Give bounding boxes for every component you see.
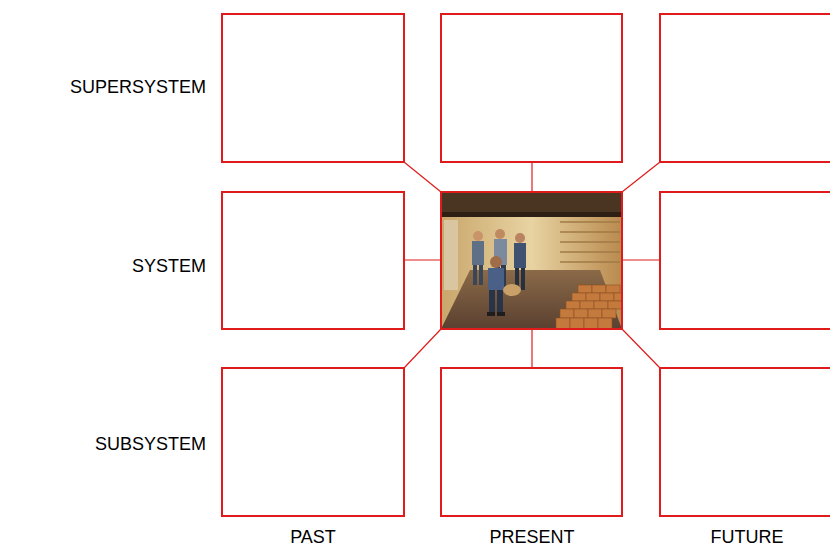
link-line bbox=[404, 259, 441, 260]
link-line bbox=[531, 162, 532, 192]
warehouse-photo bbox=[441, 192, 622, 329]
link-line bbox=[404, 162, 441, 192]
link-line bbox=[622, 162, 660, 192]
column-label: PRESENT bbox=[489, 527, 574, 548]
window-box bbox=[660, 14, 830, 162]
window-box bbox=[660, 192, 830, 329]
link-line bbox=[404, 329, 441, 368]
window-box bbox=[441, 368, 622, 516]
row-label: SUPERSYSTEM bbox=[70, 77, 206, 98]
people bbox=[472, 229, 526, 316]
link-line bbox=[622, 259, 660, 260]
column-label: PAST bbox=[290, 527, 336, 548]
column-label: FUTURE bbox=[711, 527, 784, 548]
window-box bbox=[222, 14, 404, 162]
row-label: SYSTEM bbox=[132, 256, 206, 277]
link-line bbox=[531, 329, 532, 368]
window-frames bbox=[222, 14, 830, 516]
row-label: SUBSYSTEM bbox=[95, 434, 206, 455]
window-box bbox=[222, 192, 404, 329]
window-box bbox=[222, 368, 404, 516]
window-box bbox=[441, 192, 622, 329]
link-line bbox=[622, 329, 660, 368]
window-box bbox=[660, 368, 830, 516]
grid-links bbox=[404, 162, 660, 368]
window-box bbox=[441, 14, 622, 162]
